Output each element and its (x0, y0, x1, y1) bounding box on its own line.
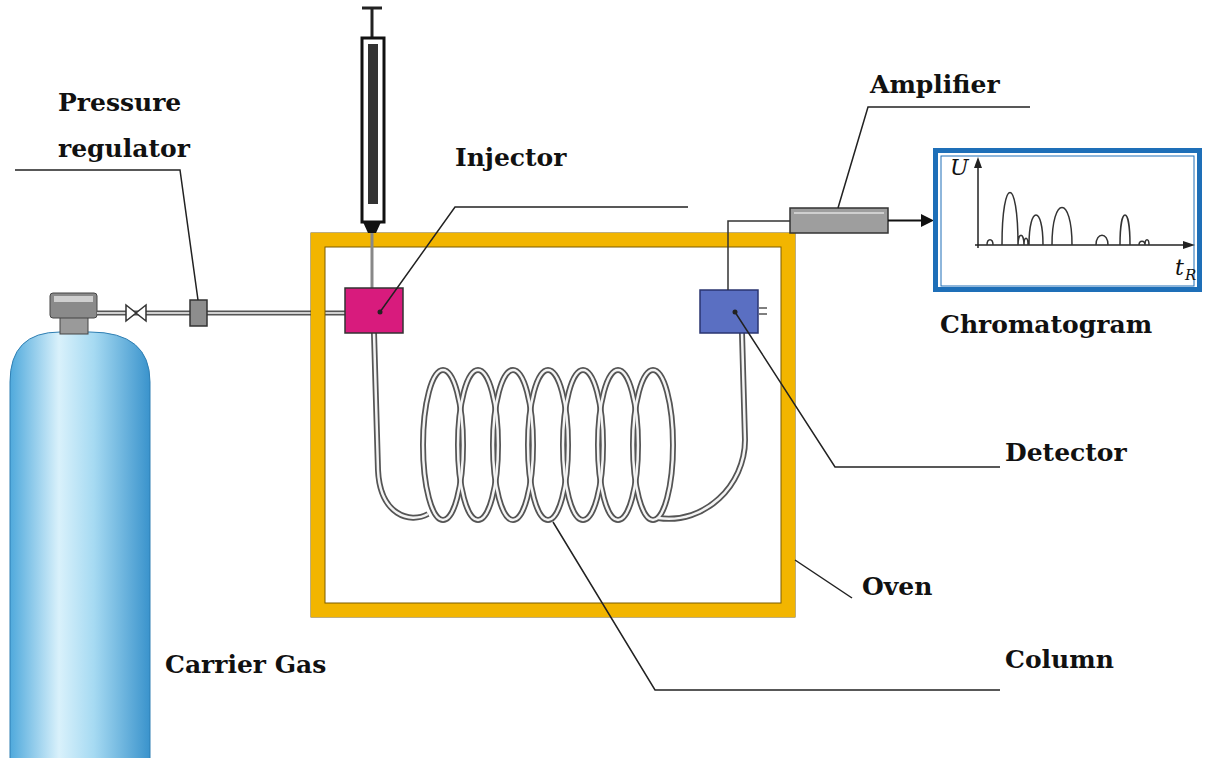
y-axis (977, 166, 979, 248)
leader-dot (733, 310, 738, 315)
part-label: Oven (862, 572, 932, 602)
syringe-tip (363, 222, 381, 233)
leader-line (553, 522, 1000, 690)
column-lead-out (658, 333, 745, 519)
column-lead-in (374, 333, 428, 518)
syringe-needle (371, 233, 374, 290)
pressure-regulator (190, 300, 207, 326)
part-label: Detector (1005, 438, 1127, 468)
part-label: Injector (455, 143, 566, 173)
syringe-plunger-rod (368, 44, 378, 204)
detector-port (759, 307, 767, 309)
axis-label: t (1175, 256, 1184, 280)
column-lead-in (374, 333, 428, 518)
leader-dot (378, 310, 383, 315)
signal-wire (728, 221, 790, 290)
syringe-barrel (362, 38, 384, 222)
oven-outline (311, 233, 795, 617)
oven-inner-outline (325, 247, 781, 603)
chromatogram-display: ChromatogramUtR (933, 148, 1202, 292)
oven-wall (318, 240, 788, 610)
leader-line (795, 560, 852, 598)
leader-line (15, 170, 198, 300)
axis-arrow (974, 157, 982, 168)
leader-lines (15, 107, 1030, 690)
column-tube-core (374, 333, 745, 520)
column-lead-out (658, 333, 745, 519)
injector-block (345, 288, 403, 333)
part-label: Carrier Gas (165, 650, 326, 680)
axis-arrow (1183, 241, 1195, 249)
valve-symbol (136, 305, 146, 321)
detector-port (759, 313, 767, 315)
output-arrow (888, 220, 923, 222)
part-label: Pressure regulator (58, 80, 223, 172)
chart-inner-frame (941, 156, 1194, 286)
cylinder-neck (60, 316, 88, 334)
amplifier-block (790, 208, 888, 233)
gas-cylinder (10, 332, 150, 758)
axis-subscript: R (1185, 267, 1196, 284)
column-loop (633, 370, 673, 520)
part-label: Amplifier (870, 70, 1000, 100)
syringe-plunger (371, 8, 374, 40)
x-axis (975, 244, 1185, 246)
display-heading: Chromatogram (940, 310, 1152, 340)
column-tube (374, 333, 745, 520)
cylinder-cap (50, 293, 97, 318)
amplifier-highlight (794, 212, 884, 214)
cap-highlight (54, 296, 93, 302)
part-label: Column (1005, 645, 1114, 675)
chromatogram-peaks (987, 193, 1149, 246)
axis-label: U (950, 156, 969, 180)
chart-ground (936, 151, 1199, 289)
valve-symbol (126, 305, 136, 321)
detector-block (700, 290, 758, 333)
leader-line (380, 207, 688, 312)
